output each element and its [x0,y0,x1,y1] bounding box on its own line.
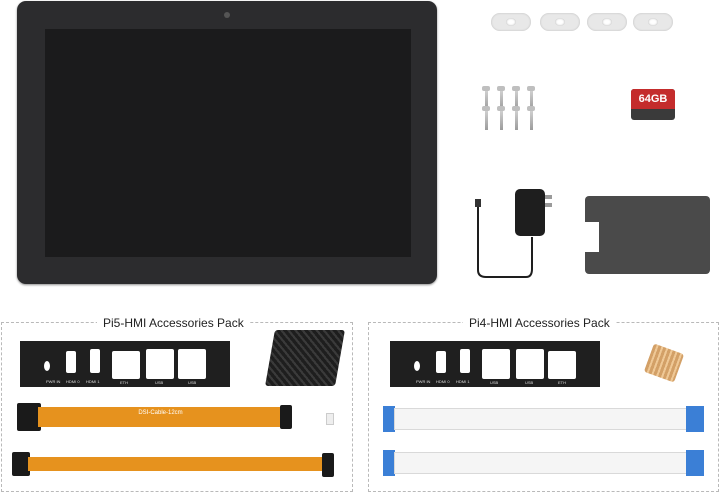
screw [512,106,520,130]
screw [527,106,535,130]
power-adapter [515,189,545,236]
dsi-cable-connector [280,405,292,429]
flat-flex-cable [394,408,688,430]
touch-display [17,1,437,284]
ffc-stiffener [686,406,704,432]
pi4-pack-title: Pi4-HMI Accessories Pack [463,316,616,330]
pi5-heatsink [265,330,345,386]
flat-cable [28,457,328,471]
dsi-cable-label: DSI-Cable-12cm [138,410,183,416]
back-cover-plate [585,196,710,274]
small-spacer [326,413,334,425]
port-label: USB [188,380,197,385]
display-screen [45,29,411,257]
port-label: PWR IN [46,379,61,384]
plate-notch [585,222,599,252]
rubber-foot [540,13,580,31]
screw [482,106,490,130]
sd-card: 64GB [631,89,675,120]
port-label: HDMI 0 [436,379,450,384]
ribbon-cable-connector [322,453,334,477]
ffc-stiffener [383,450,395,476]
pi5-io-bracket: PWR IN HDMI 0 HDMI 1 ETH USB USB [20,341,230,387]
screw [527,86,535,110]
power-adapter-cable [475,195,552,278]
screw [497,106,505,130]
port-label: USB [490,380,499,385]
rubber-foot [491,13,531,31]
port-label: PWR IN [416,379,431,384]
pi4-io-bracket: PWR IN HDMI 0 HDMI 1 USB USB ETH [390,341,600,387]
dsi-cable-12cm: DSI-Cable-12cm [38,407,283,427]
ffc-stiffener [686,450,704,476]
rubber-foot [587,13,627,31]
flat-flex-cable [394,452,688,474]
ribbon-cable-connector [12,452,30,476]
port-label: USB [155,380,164,385]
dsi-cable-connector [17,403,41,431]
port-label: USB [525,380,534,385]
screw [512,86,520,110]
screw [497,86,505,110]
ffc-stiffener [383,406,395,432]
pi5-pack-title: Pi5-HMI Accessories Pack [97,316,250,330]
port-label: HDMI 0 [66,379,80,384]
port-label: HDMI 1 [456,379,470,384]
screw [482,86,490,110]
front-camera [224,12,230,18]
port-label: ETH [120,380,128,385]
port-label: HDMI 1 [86,379,100,384]
sd-card-label: 64GB [631,89,675,109]
rubber-foot [633,13,673,31]
port-label: ETH [558,380,566,385]
